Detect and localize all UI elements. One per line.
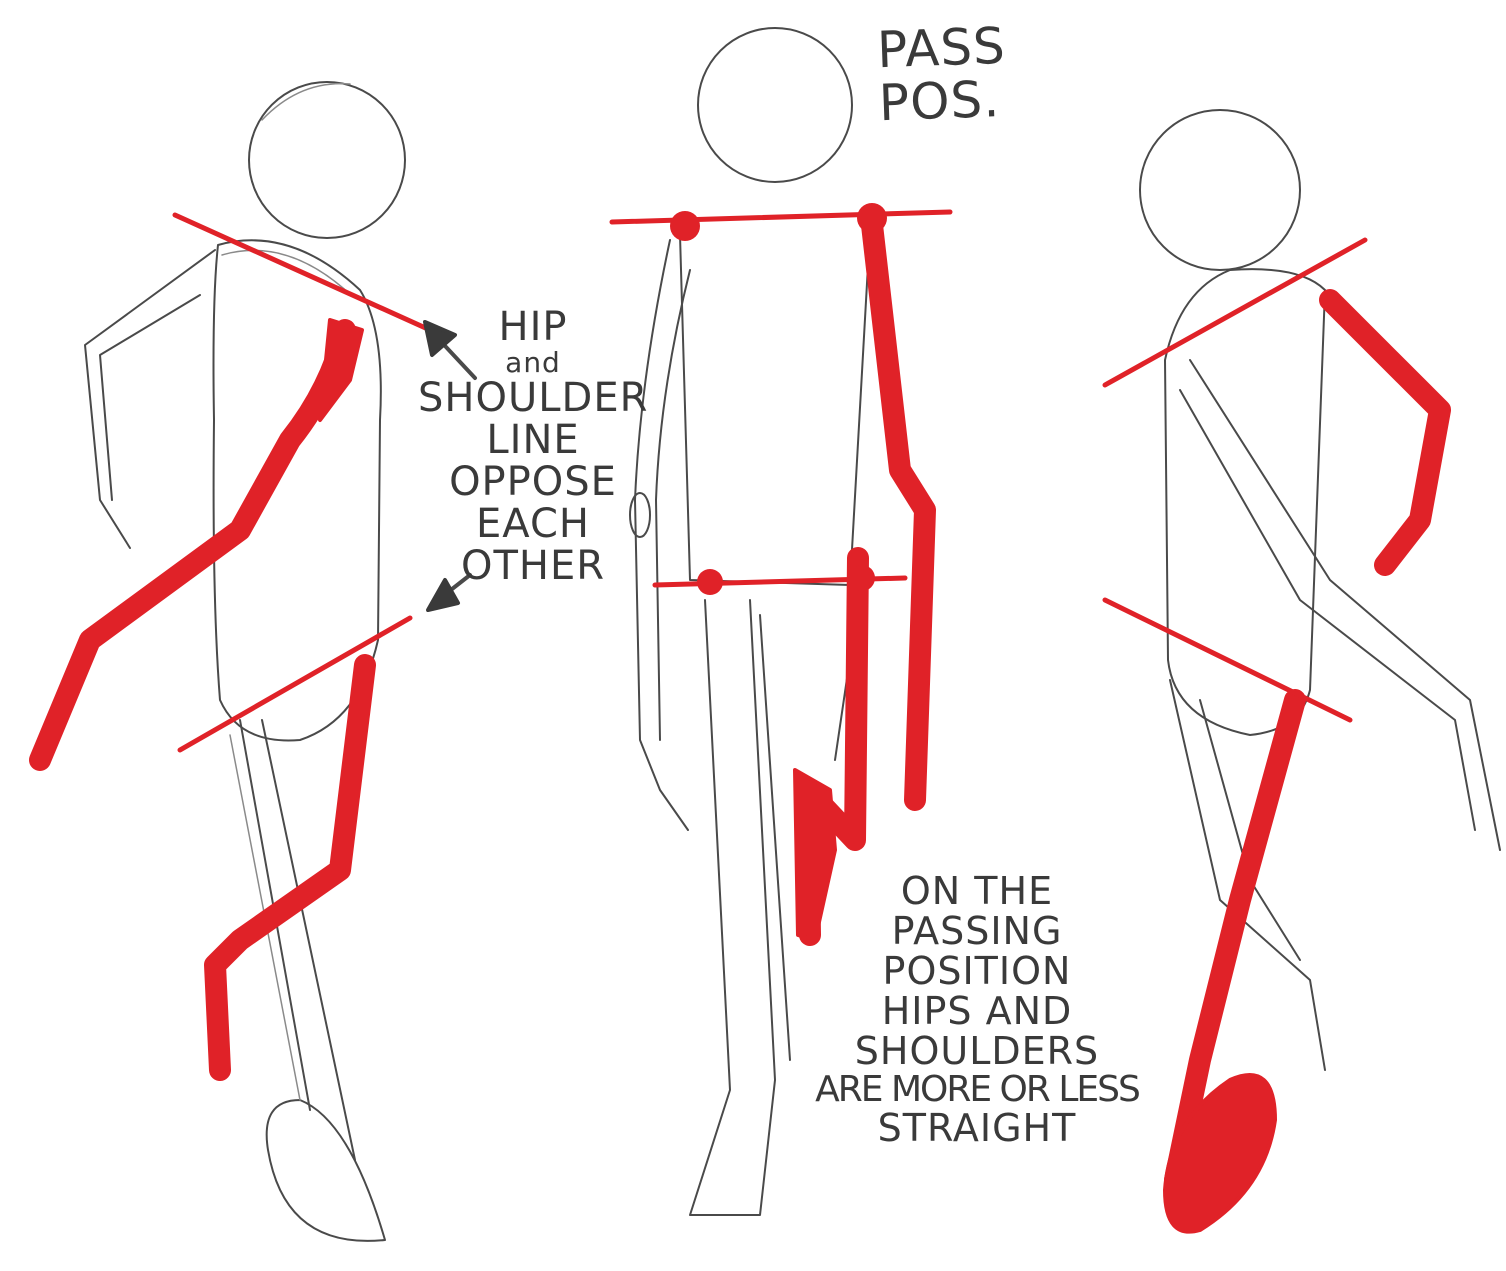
hip-shoulder-note: HIP and SHOULDER LINE OPPOSE EACH OTHER <box>418 306 648 587</box>
pass-pos-label: PASS POS. <box>876 20 1008 129</box>
left-figure-back-arm <box>85 250 215 548</box>
left-figure-head <box>249 82 405 238</box>
hip-note-line: HIP <box>418 306 648 348</box>
passing-note-line: HIPS AND <box>802 992 1152 1032</box>
middle-figure-head <box>698 28 852 182</box>
passing-note-line: SHOULDERS <box>802 1032 1152 1072</box>
passing-note-line: POSITION <box>802 952 1152 992</box>
passing-note-line: ARE MORE OR LESS <box>802 1071 1152 1109</box>
pass-pos-line-2: POS. <box>878 72 1008 129</box>
left-figure-back-leg <box>240 720 385 1241</box>
middle-figure-torso <box>680 230 870 585</box>
right-figure-front-arm <box>1180 360 1500 850</box>
hip-note-line: and <box>418 348 648 377</box>
right-figure-head <box>1140 110 1300 270</box>
hip-note-line: OTHER <box>418 545 648 587</box>
passing-note-line: STRAIGHT <box>802 1109 1152 1149</box>
left-figure-front-arm-red <box>40 330 345 760</box>
pass-pos-line-1: PASS <box>876 20 1006 77</box>
hip-note-line: LINE <box>418 419 648 461</box>
middle-figure-shoulder-line <box>612 212 950 222</box>
left-figure-hip-line <box>180 618 410 750</box>
hip-note-line: OPPOSE <box>418 461 648 503</box>
passing-note-line: PASSING <box>802 912 1152 952</box>
hip-note-line: EACH <box>418 503 648 545</box>
right-figure <box>1105 110 1500 1232</box>
hip-note-line: SHOULDER <box>418 377 648 419</box>
passing-note-line: ON THE <box>802 872 1152 912</box>
left-figure <box>40 82 430 1241</box>
passing-position-note: ON THE PASSING POSITION HIPS AND SHOULDE… <box>802 872 1152 1149</box>
right-figure-shoulder-line <box>1105 240 1365 385</box>
right-figure-back-arm-red <box>1330 300 1440 565</box>
middle-figure-right-arm-red <box>872 225 925 800</box>
left-figure-front-leg-red <box>215 665 365 1070</box>
